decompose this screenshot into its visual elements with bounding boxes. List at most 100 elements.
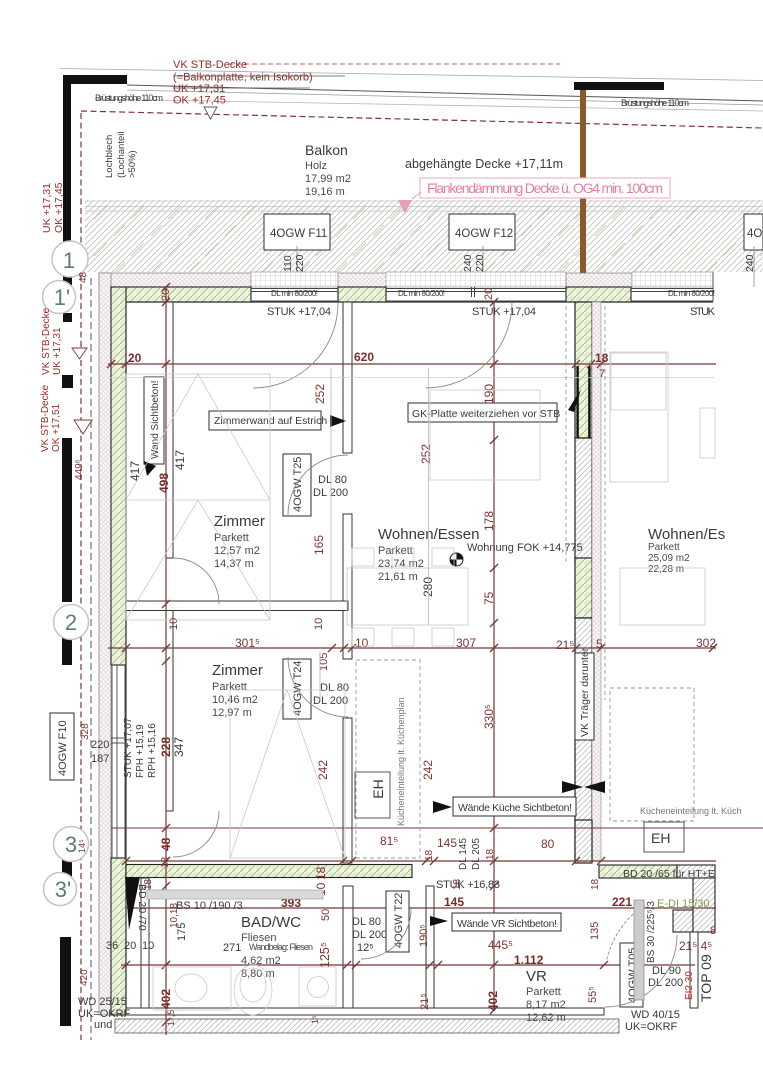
- svg-text:EI2 30: EI2 30: [684, 971, 695, 1000]
- svg-text:BAD/WC: BAD/WC: [241, 914, 301, 931]
- svg-text:Parkett: Parkett: [526, 986, 561, 998]
- svg-text:Balkon: Balkon: [305, 142, 348, 158]
- svg-text:DL 200: DL 200: [648, 977, 683, 989]
- svg-text:Wohnung FOK +14,775: Wohnung FOK +14,775: [467, 542, 583, 554]
- svg-text:DL 200: DL 200: [352, 929, 387, 941]
- svg-text:DL 200: DL 200: [313, 487, 348, 499]
- svg-text:BS 30 /225⁵/3: BS 30 /225⁵/3: [646, 901, 657, 963]
- svg-text:20: 20: [483, 288, 495, 300]
- svg-text:19,16 m: 19,16 m: [305, 186, 345, 198]
- svg-text:1.112: 1.112: [514, 953, 544, 967]
- svg-text:190⁵: 190⁵: [418, 924, 430, 947]
- svg-text:271: 271: [223, 942, 241, 954]
- svg-text:14⁵: 14⁵: [77, 839, 87, 853]
- svg-text:18: 18: [424, 849, 435, 861]
- svg-text:VK STB-Decke: VK STB-Decke: [40, 384, 51, 452]
- svg-text:393: 393: [281, 896, 301, 910]
- svg-text:Zimmer: Zimmer: [212, 662, 263, 679]
- svg-text:330⁵: 330⁵: [482, 704, 496, 729]
- svg-text:Holz: Holz: [305, 160, 327, 172]
- svg-text:50: 50: [320, 909, 332, 921]
- svg-text:Wände Küche Sichtbeton!: Wände Küche Sichtbeton!: [458, 802, 572, 814]
- svg-text:280: 280: [421, 577, 435, 597]
- svg-text:UK +17,31: UK +17,31: [173, 83, 225, 95]
- svg-text:Parkett: Parkett: [214, 532, 249, 544]
- svg-text:12⁵: 12⁵: [357, 942, 374, 954]
- svg-text:WD 25/15: WD 25/15: [78, 996, 127, 1008]
- svg-text:240: 240: [462, 254, 474, 272]
- svg-text:110: 110: [282, 255, 294, 272]
- svg-text:125⁵: 125⁵: [318, 942, 332, 968]
- svg-text:OK +17,51: OK +17,51: [51, 403, 62, 452]
- svg-text:Wohnen/Es: Wohnen/Es: [648, 526, 725, 543]
- svg-text:DL 205: DL 205: [471, 838, 482, 870]
- svg-text:4OGW F12: 4OGW F12: [455, 228, 513, 240]
- svg-text:48: 48: [78, 271, 89, 283]
- svg-text:und: und: [94, 1019, 112, 1031]
- svg-text:220: 220: [91, 739, 109, 751]
- svg-text:DL min 80/200!: DL min 80/200!: [398, 289, 445, 298]
- svg-text:Flankendämmung Decke ü. OG4 mi: Flankendämmung Decke ü. OG4 min. 100cm: [427, 180, 663, 196]
- svg-text:328: 328: [80, 723, 91, 740]
- svg-text:81⁵: 81⁵: [380, 834, 398, 848]
- svg-text:Brüstungshöhe 110cm: Brüstungshöhe 110cm: [95, 93, 163, 103]
- svg-text:3: 3: [65, 832, 77, 857]
- svg-text:402: 402: [159, 989, 173, 1009]
- svg-text:UK=OKRF: UK=OKRF: [78, 1008, 131, 1020]
- svg-text:12,57 m2: 12,57 m2: [214, 545, 260, 557]
- svg-text:21,61 m: 21,61 m: [378, 571, 418, 583]
- svg-text:10,18: 10,18: [169, 903, 180, 928]
- svg-text:Parkett: Parkett: [212, 681, 247, 693]
- svg-text:VK STB-Decke: VK STB-Decke: [41, 307, 52, 375]
- svg-text:55⁵: 55⁵: [587, 986, 599, 1003]
- svg-text:18: 18: [595, 351, 609, 365]
- svg-text:Zimmer: Zimmer: [214, 513, 265, 530]
- svg-text:STUK +17,07: STUK +17,07: [123, 717, 134, 778]
- svg-text:DL min 80/200!: DL min 80/200!: [271, 289, 318, 298]
- svg-text:(=Balkonplatte, kein Isokorb): (=Balkonplatte, kein Isokorb): [173, 72, 313, 84]
- svg-text:8,17 m2: 8,17 m2: [526, 999, 566, 1011]
- svg-text:80: 80: [541, 837, 555, 851]
- svg-text:347: 347: [172, 737, 186, 757]
- svg-text:Fliesen: Fliesen: [241, 932, 276, 944]
- svg-text:DL 80: DL 80: [320, 682, 349, 694]
- svg-text:1⁵,5: 1⁵,5: [166, 1010, 176, 1026]
- svg-text:20: 20: [160, 289, 172, 301]
- svg-text:20: 20: [124, 940, 136, 952]
- svg-text:UK +17,31: UK +17,31: [52, 327, 63, 375]
- svg-text:GK-Platte weiterziehen vor STB: GK-Platte weiterziehen vor STB: [412, 408, 560, 420]
- svg-text:187: 187: [91, 753, 109, 765]
- svg-text:STUK +17,04: STUK +17,04: [472, 306, 536, 318]
- svg-text:18: 18: [452, 878, 463, 890]
- svg-text:VK STB-Decke: VK STB-Decke: [173, 59, 247, 71]
- svg-text:>50%): >50%): [127, 150, 138, 178]
- svg-text:Brüstungshöhe 110cm: Brüstungshöhe 110cm: [621, 98, 689, 108]
- svg-text:145: 145: [444, 895, 464, 909]
- svg-text:DL 145: DL 145: [458, 838, 469, 870]
- svg-text:VR: VR: [526, 968, 547, 985]
- svg-text:21⁵: 21⁵: [556, 638, 574, 652]
- svg-text:18: 18: [590, 878, 601, 890]
- svg-text:23,74 m2: 23,74 m2: [378, 558, 424, 570]
- svg-text:1: 1: [63, 248, 75, 273]
- svg-text:Kücheneinteilung lt. Küchenpla: Kücheneinteilung lt. Küchenplan: [396, 697, 406, 826]
- svg-text:10: 10: [168, 618, 180, 630]
- svg-text:STUK +17,04: STUK +17,04: [267, 306, 331, 318]
- svg-text:21⁵: 21⁵: [419, 993, 431, 1010]
- svg-text:307: 307: [456, 636, 476, 650]
- svg-text:445⁵: 445⁵: [488, 938, 513, 952]
- svg-text:12,97 m: 12,97 m: [212, 707, 252, 719]
- svg-text:Parkett: Parkett: [648, 542, 680, 553]
- svg-text:Wände VR Sichtbeton!: Wände VR Sichtbeton!: [457, 918, 557, 930]
- svg-text:Kücheneinteilung lt. Küch: Kücheneinteilung lt. Küch: [640, 806, 742, 816]
- svg-text:242: 242: [421, 760, 435, 780]
- svg-text:8: 8: [710, 925, 716, 937]
- svg-text:75: 75: [482, 591, 496, 605]
- svg-text:25,09 m2: 25,09 m2: [648, 553, 690, 564]
- svg-text:8,80 m: 8,80 m: [241, 968, 275, 980]
- svg-text:Wand Sichtbeton!: Wand Sichtbeton!: [150, 380, 161, 459]
- svg-text:190: 190: [482, 384, 496, 404]
- svg-text:EH: EH: [370, 779, 386, 798]
- svg-text:21⁵ 4⁵: 21⁵ 4⁵: [679, 939, 712, 953]
- svg-text:175: 175: [176, 923, 188, 941]
